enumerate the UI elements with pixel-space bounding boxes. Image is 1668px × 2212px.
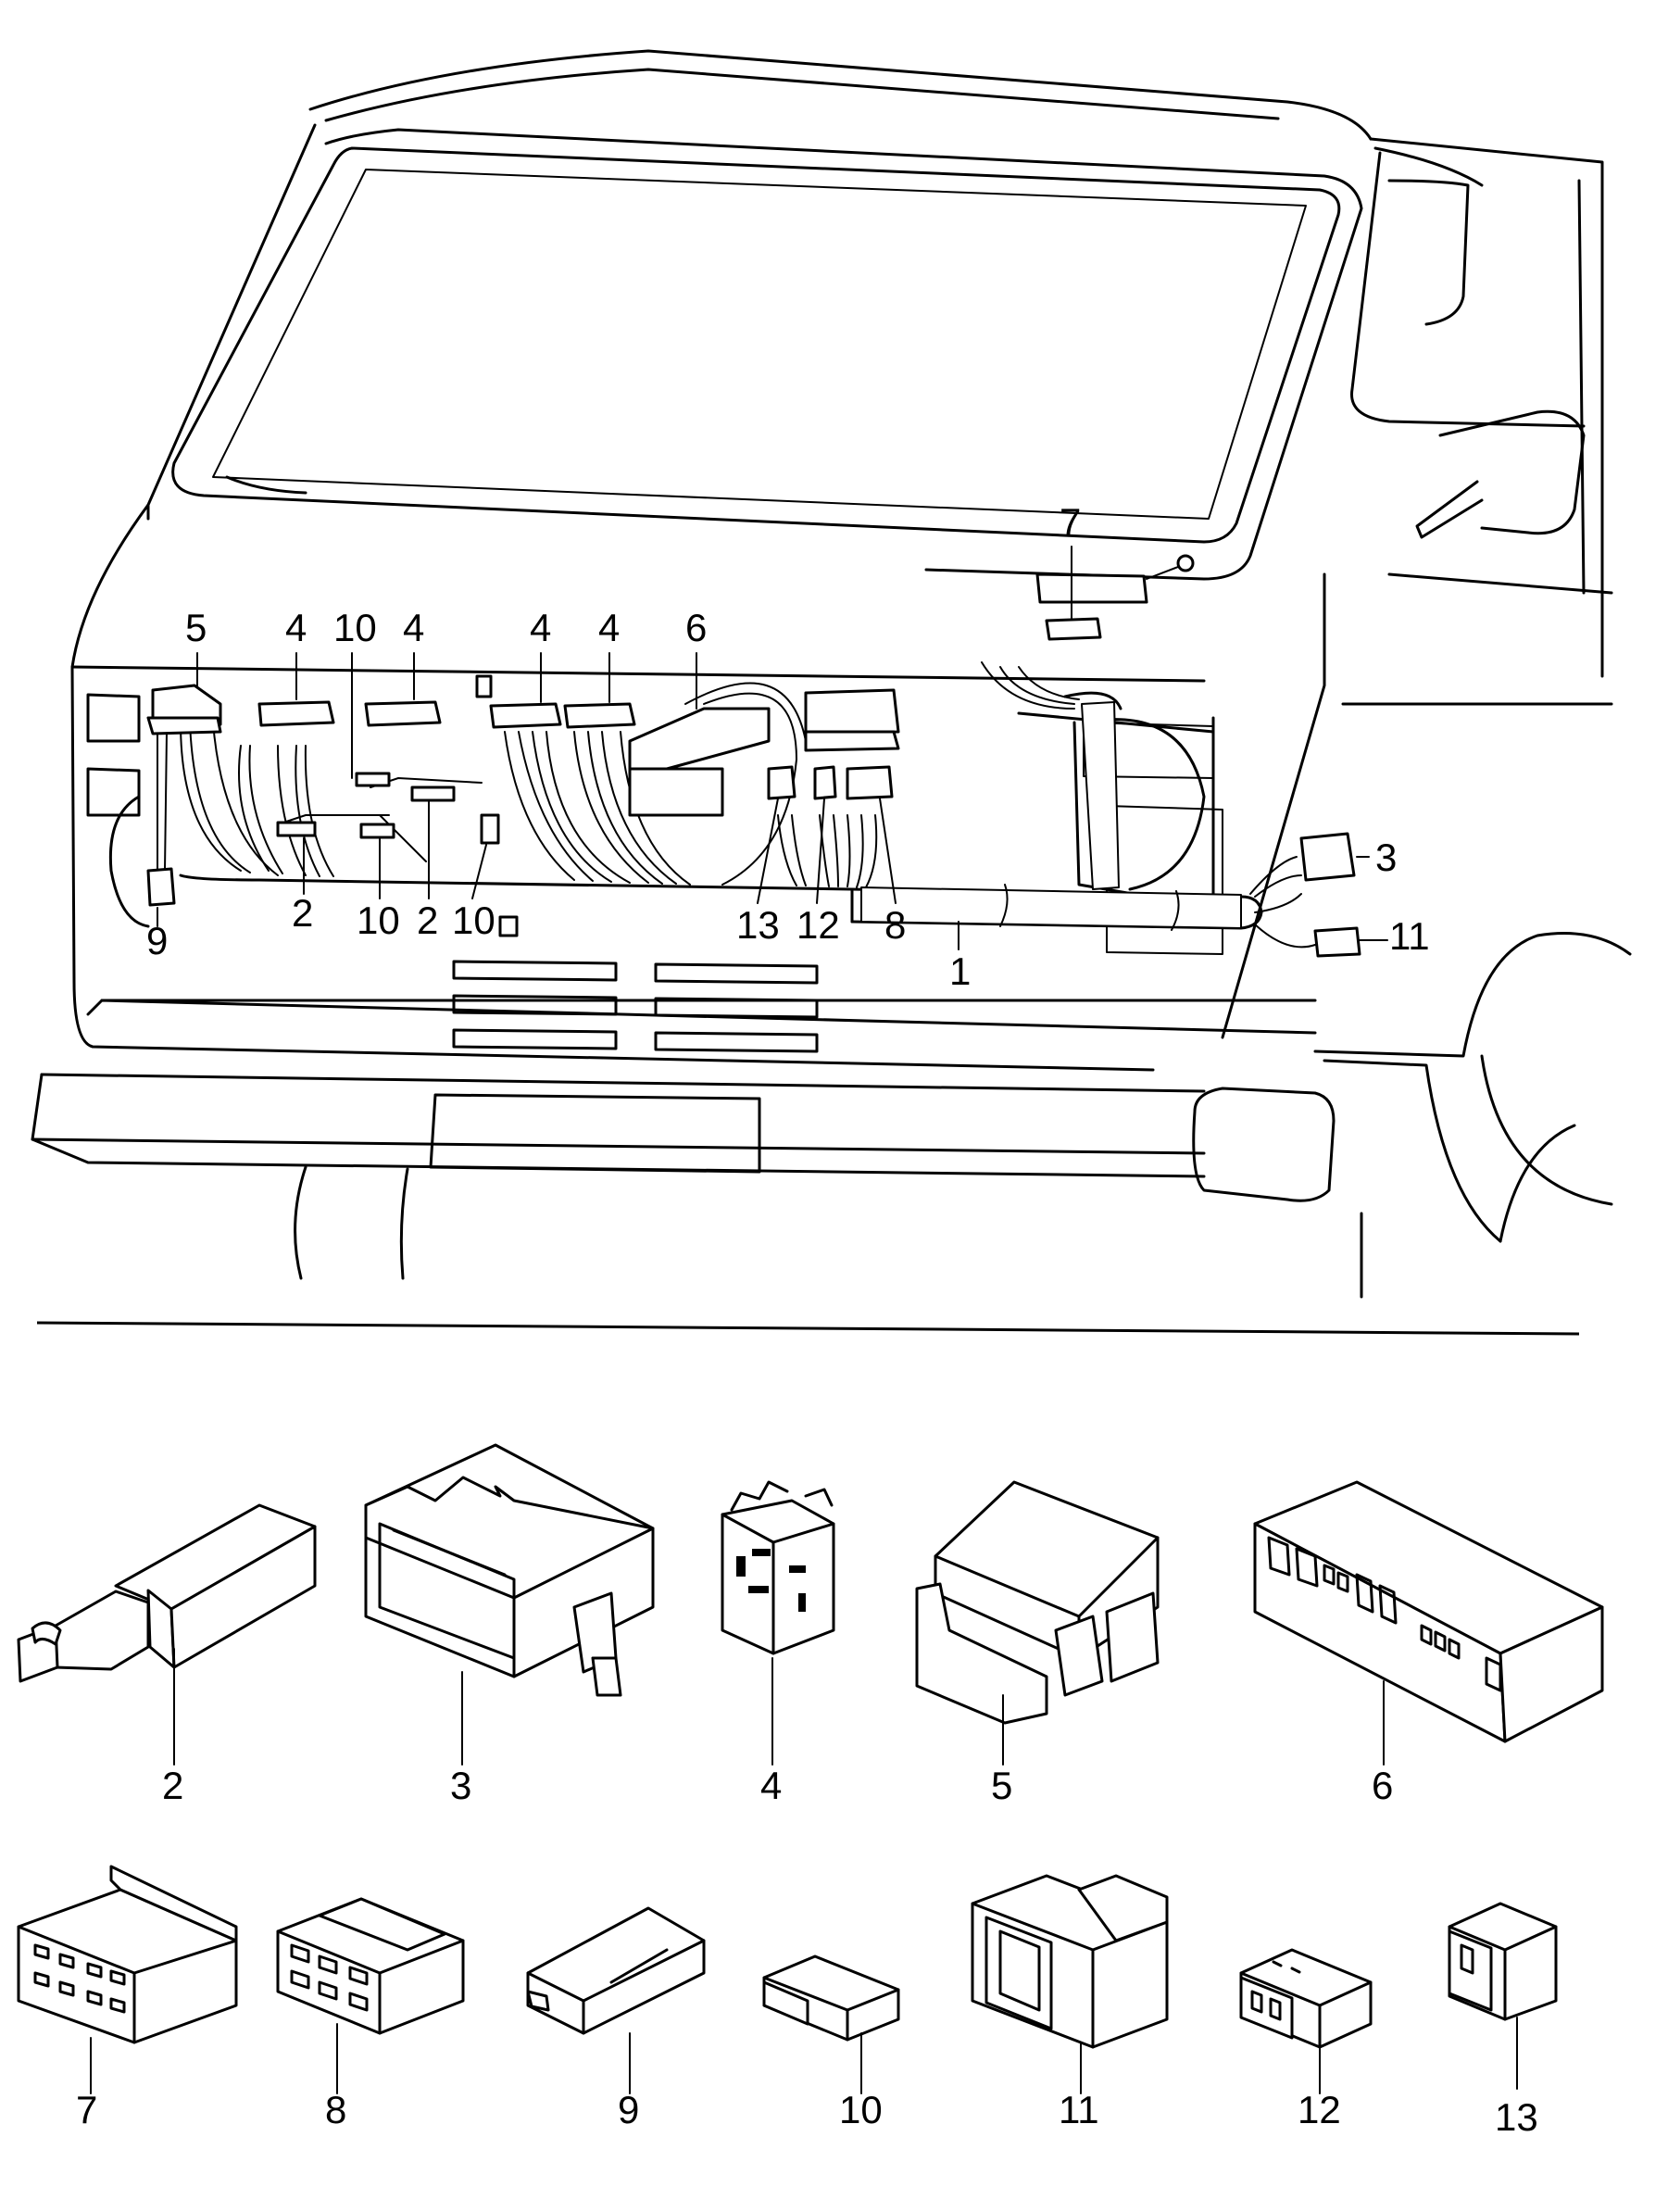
part-7-drawing bbox=[17, 1865, 238, 2094]
part-5-drawing bbox=[915, 1480, 1160, 1766]
part-8-drawing bbox=[276, 1897, 465, 2094]
callout-6: 6 bbox=[685, 606, 707, 649]
detail-label-11: 11 bbox=[1059, 2088, 1099, 2131]
overview-leader-lines bbox=[157, 546, 1388, 950]
callout-10: 10 bbox=[333, 606, 377, 649]
callout-10: 10 bbox=[357, 899, 400, 942]
part-9-drawing bbox=[526, 1906, 706, 2094]
detail-label-9: 9 bbox=[618, 2088, 639, 2131]
detail-label-10: 10 bbox=[839, 2088, 883, 2131]
part-10-drawing bbox=[762, 1954, 900, 2094]
wiring-harness bbox=[157, 661, 1316, 949]
callout-10: 10 bbox=[452, 899, 495, 942]
part-3-drawing bbox=[364, 1443, 655, 1766]
detail-labels: 2 3 4 5 6 7 8 9 10 11 12 13 bbox=[76, 1764, 1538, 2139]
section-divider bbox=[36, 1321, 1580, 1336]
part-13-drawing bbox=[1448, 1902, 1558, 2090]
callout-11: 11 bbox=[1389, 914, 1430, 958]
harness-connectors bbox=[146, 554, 1361, 958]
callout-9: 9 bbox=[146, 919, 168, 962]
detail-label-8: 8 bbox=[325, 2088, 346, 2131]
callout-4: 4 bbox=[598, 606, 620, 649]
part-6-drawing bbox=[1253, 1480, 1604, 1766]
callout-4: 4 bbox=[285, 606, 307, 649]
detail-label-7: 7 bbox=[76, 2088, 97, 2131]
grille-slots bbox=[452, 960, 819, 1053]
vehicle-front-outline bbox=[31, 49, 1632, 1299]
detail-label-5: 5 bbox=[991, 1764, 1012, 1807]
part-12-drawing bbox=[1239, 1948, 1373, 2094]
detail-label-4: 4 bbox=[760, 1764, 782, 1807]
part-11-drawing bbox=[971, 1874, 1169, 2094]
callout-12: 12 bbox=[796, 903, 840, 947]
callout-4: 4 bbox=[403, 606, 424, 649]
callout-8: 8 bbox=[884, 903, 906, 947]
detail-label-3: 3 bbox=[450, 1764, 471, 1807]
detail-label-2: 2 bbox=[162, 1764, 183, 1807]
callout-2: 2 bbox=[292, 891, 313, 935]
callout-3: 3 bbox=[1375, 836, 1397, 879]
callout-5: 5 bbox=[185, 606, 207, 649]
part-2-drawing bbox=[17, 1503, 317, 1766]
callout-2: 2 bbox=[417, 899, 438, 942]
callout-1: 1 bbox=[949, 949, 971, 993]
detail-label-12: 12 bbox=[1298, 2088, 1341, 2131]
detail-label-6: 6 bbox=[1372, 1764, 1393, 1807]
callout-4: 4 bbox=[530, 606, 551, 649]
overview-callouts: 5 4 10 4 4 4 6 7 3 11 2 10 2 10 13 12 8 … bbox=[146, 500, 1430, 993]
callout-7: 7 bbox=[1060, 500, 1081, 544]
part-4-drawing bbox=[721, 1480, 835, 1766]
callout-13: 13 bbox=[736, 903, 780, 947]
detail-label-13: 13 bbox=[1495, 2095, 1538, 2139]
